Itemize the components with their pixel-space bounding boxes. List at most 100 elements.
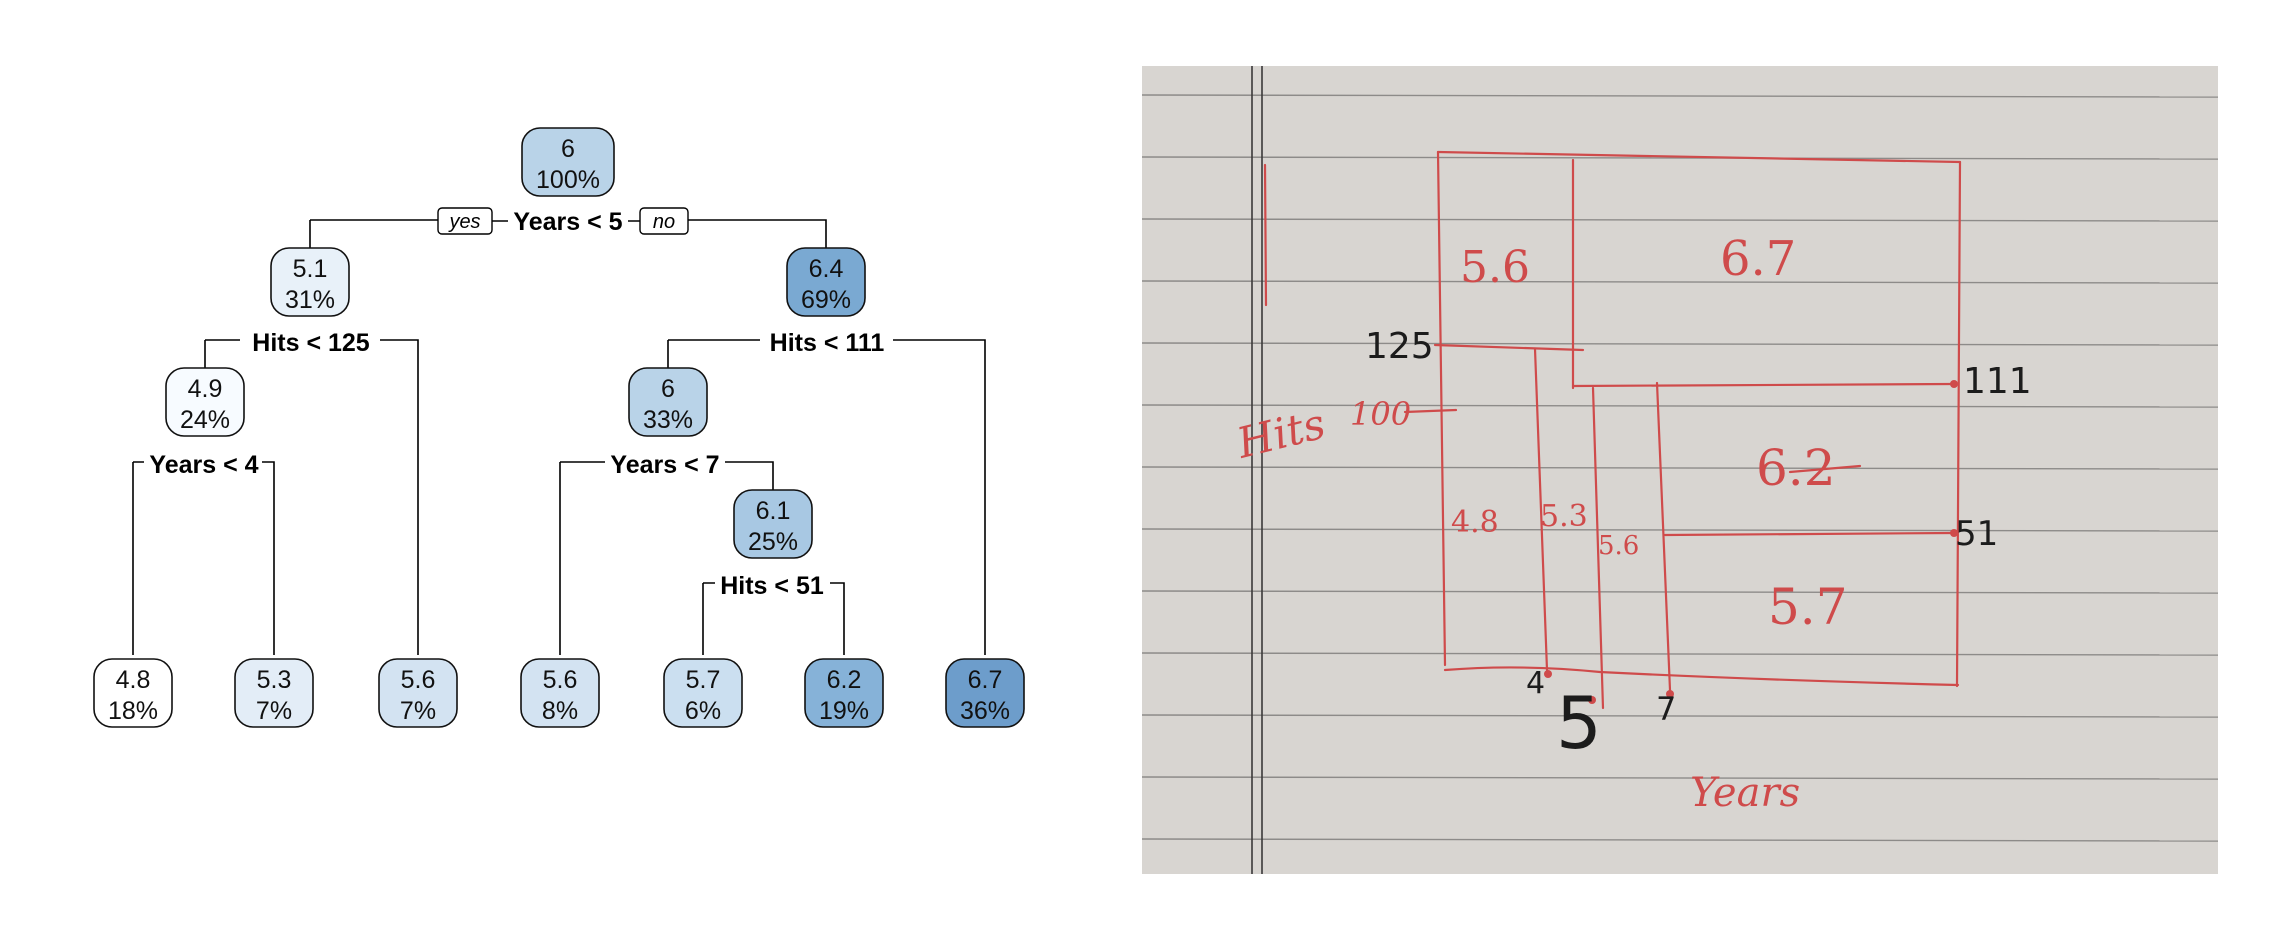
tree-node-l5: 5.76%: [663, 658, 743, 728]
sketch-x-label: Years: [1690, 770, 1800, 816]
edge-n4-left: [132, 461, 144, 655]
tree-edges: [132, 219, 986, 655]
sketch-region-labels: 5.6 6.7 4.8 5.3 5.6 6.2 5.7: [1451, 231, 1848, 636]
tree-node-box: [165, 367, 245, 437]
tree-node-box: [628, 367, 708, 437]
tree-node-n4: 4.924%: [165, 367, 245, 437]
split-n3: Hits < 111: [770, 329, 885, 357]
sketch-dots: [1544, 380, 1958, 704]
tree-nodes: 6100%5.131%6.469%4.924%633%6.125%4.818%5…: [93, 127, 1025, 728]
sketch-tick-125: 125: [1365, 326, 1434, 367]
tree-node-percent: 25%: [748, 528, 798, 556]
tree-node-percent: 100%: [536, 166, 600, 194]
sketch-split-hits51: [1663, 531, 1955, 537]
tree-node-percent: 6%: [685, 697, 721, 725]
tree-node-n6: 633%: [628, 367, 708, 437]
edge-n4-right: [262, 461, 275, 655]
ruled-line: [1141, 342, 2219, 346]
ruled-line: [1141, 94, 2219, 98]
sketch-region-4: 5.3: [1540, 499, 1588, 534]
tree-node-value: 6.4: [809, 255, 844, 283]
sketch-region-7: 5.7: [1768, 578, 1848, 636]
ruled-line: [1141, 590, 2219, 594]
edge-root-left: [309, 219, 438, 250]
edge-n3-right: [893, 339, 986, 655]
tree-node-value: 5.7: [686, 666, 721, 694]
margin-lines: [1251, 66, 1263, 874]
sketch-region-6: 6.2: [1756, 439, 1836, 497]
ruled-line: [1141, 156, 2219, 160]
sketch-tick-100-label: 100: [1350, 395, 1411, 433]
yes-box: yes: [437, 207, 493, 235]
tree-node-percent: 7%: [400, 697, 436, 725]
tree-node-percent: 31%: [285, 286, 335, 314]
tree-node-box: [270, 247, 350, 317]
tree-node-percent: 36%: [960, 697, 1010, 725]
tree-node-box: [234, 658, 314, 728]
split-labels: Years < 5 Hits < 125 Hits < 111 Years < …: [144, 205, 893, 601]
tree-node-value: 5.1: [293, 255, 328, 283]
edge-n13-left: [702, 582, 715, 655]
tree-node-value: 6: [661, 375, 675, 403]
tree-node-box: [945, 658, 1025, 728]
tree-node-value: 5.3: [257, 666, 292, 694]
edge-n13-right: [830, 582, 845, 655]
sketch-tick-51: 51: [1955, 514, 1998, 554]
tree-node-percent: 18%: [108, 697, 158, 725]
edge-n2-right: [380, 339, 419, 655]
sketch-top-edge: [1436, 150, 1962, 164]
edge-n6-left: [559, 461, 605, 655]
ruled-line: [1141, 218, 2219, 222]
tree-node-percent: 8%: [542, 697, 578, 725]
tree-node-box: [786, 247, 866, 317]
tree-node-value: 6.7: [968, 666, 1003, 694]
ruled-line: [1141, 466, 2219, 470]
sketch-squiggle: [1788, 464, 1862, 474]
sketch-split-hits125: [1433, 343, 1585, 352]
tree-node-box: [733, 489, 813, 559]
tree-node-box: [521, 127, 615, 197]
sketch-region-1: 5.6: [1460, 242, 1530, 293]
sketch-tick-5: 5: [1556, 681, 1602, 765]
sketch-tick-100: [1403, 408, 1458, 414]
split-n2: Hits < 125: [252, 329, 370, 357]
tree-node-n2: 5.131%: [270, 247, 350, 317]
edge-n2-left: [204, 339, 240, 370]
tree-node-percent: 33%: [643, 406, 693, 434]
tree-node-box: [378, 658, 458, 728]
tree-node-l6: 6.219%: [804, 658, 884, 728]
tree-node-l3: 5.67%: [378, 658, 458, 728]
sketch-tick-111: 111: [1963, 361, 2032, 402]
paper: [1142, 66, 2218, 874]
split-n13: Hits < 51: [720, 572, 824, 600]
ruled-line: [1141, 280, 2219, 284]
sketch-ticks: 125 100 111 51 4 5 7: [1350, 326, 2032, 765]
tree-node-percent: 7%: [256, 697, 292, 725]
sketch-split-hits111: [1571, 382, 1955, 388]
tree-node-box: [93, 658, 173, 728]
ruled-line: [1141, 652, 2219, 656]
sketch-split-years7: [1655, 381, 1672, 692]
ruled-line: [1141, 528, 2219, 532]
split-n6: Years < 7: [610, 451, 719, 479]
tree-node-value: 4.8: [116, 666, 151, 694]
tree-node-box: [804, 658, 884, 728]
ruled-lines: [1141, 94, 2219, 842]
sketch-partition: [1263, 150, 1962, 710]
edge-n3-left: [667, 339, 760, 370]
sketch-split-years4: [1533, 347, 1549, 672]
yes-label: yes: [447, 211, 480, 233]
sketch-region-2: 6.7: [1720, 231, 1796, 287]
sketch-tick-7: 7: [1656, 690, 1676, 728]
split-n4: Years < 4: [149, 451, 258, 479]
tree-node-l4: 5.68%: [520, 658, 600, 728]
no-box: no: [639, 207, 689, 235]
sketch-split-years5-lower: [1591, 386, 1605, 710]
ruled-line: [1141, 838, 2219, 842]
tree-node-n3: 6.469%: [786, 247, 866, 317]
sketch-region-5: 5.6: [1598, 531, 1639, 561]
tree-node-value: 6.1: [756, 497, 791, 525]
sketch-photo: 5.6 6.7 4.8 5.3 5.6 6.2 5.7 125 100 111 …: [1141, 66, 2219, 874]
sketch-stray-left: [1263, 163, 1268, 307]
